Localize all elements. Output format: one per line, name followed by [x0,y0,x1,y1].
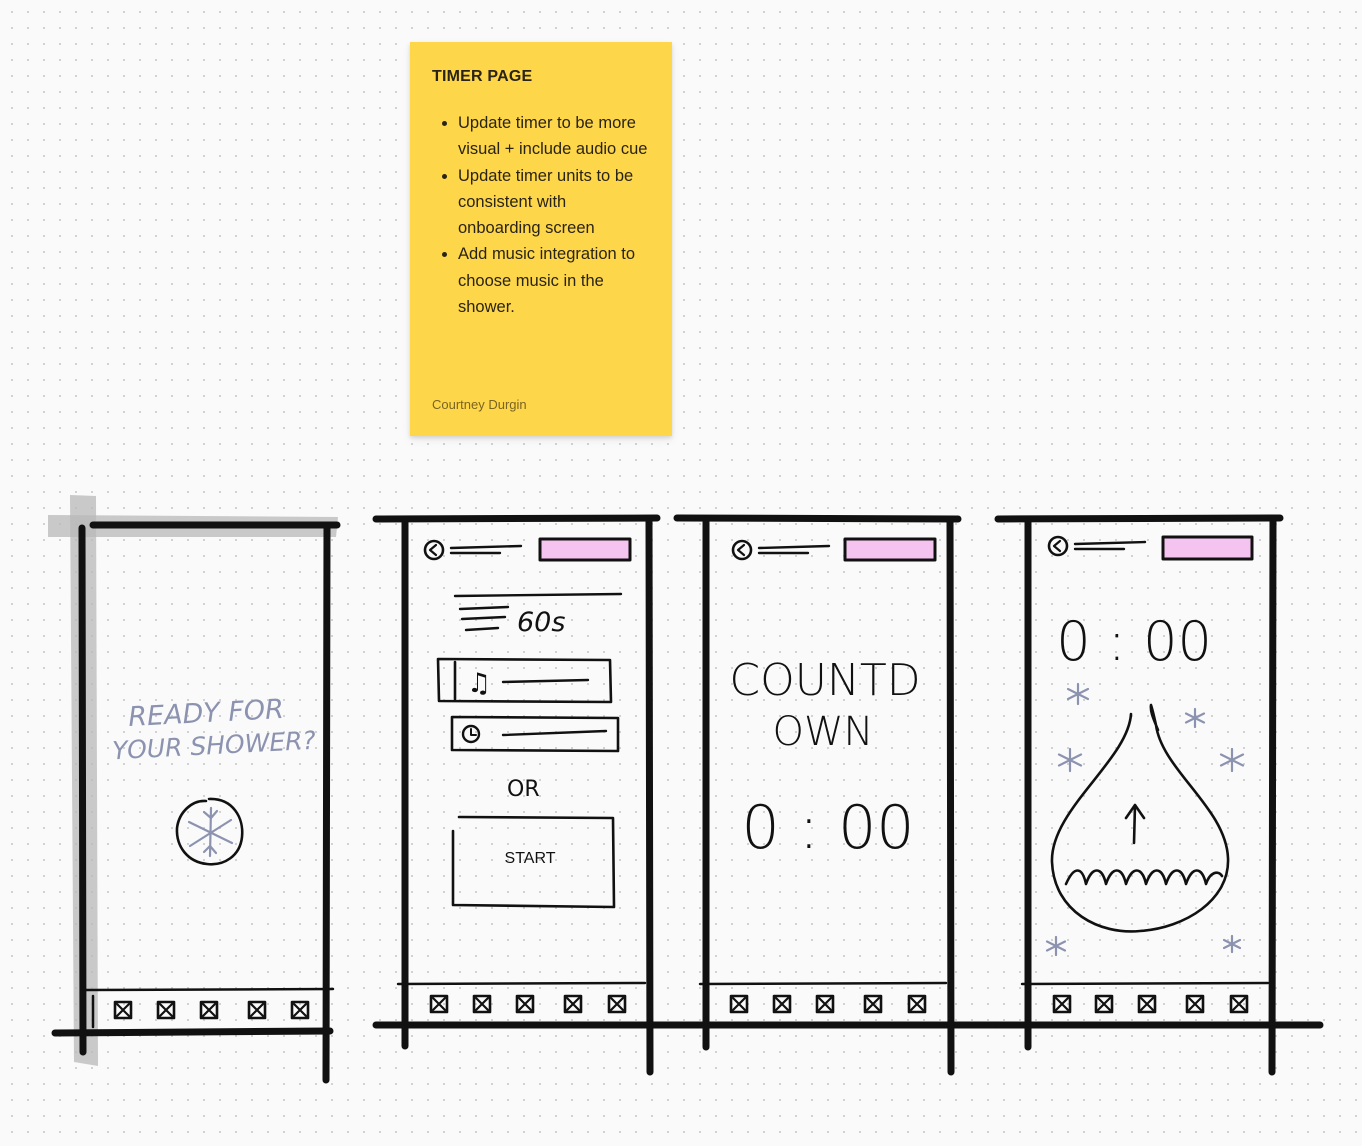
ready-text-line1: READY FOR [128,694,285,733]
sketch-screen-running[interactable]: 0 : 00 [994,514,1324,1076]
nav-tab-icon[interactable] [772,994,792,1014]
sticky-note-item: Update timer to be more visual + include… [458,110,650,163]
nav-tab-icon[interactable] [429,994,449,1014]
sticky-note-title: TIMER PAGE [432,68,533,85]
nav-icon-layer [113,994,1249,1020]
back-icon[interactable] [423,539,445,561]
or-text: OR [507,777,540,802]
nav-tab-icon[interactable] [1185,994,1205,1014]
clock-icon-hand [470,728,477,736]
back-icon-arrow [428,543,438,557]
timer-option[interactable] [450,715,620,753]
nav-tab-icon[interactable] [563,994,583,1014]
duration-menu-lines [458,605,510,632]
frame-line [372,514,661,523]
header-title-line [449,544,523,555]
nav-tab-icon[interactable] [729,994,749,1014]
sticky-note-item: Add music integration to choose music in… [458,241,650,320]
option-label-line [501,729,608,737]
header-highlight-button[interactable] [1161,535,1254,561]
nav-bar-divider [1020,981,1270,986]
nav-tab-icon[interactable] [472,994,492,1014]
countdown-heading-line2: OWN [773,709,874,755]
nav-tab-icon[interactable] [1137,994,1157,1014]
frame-line [51,1027,334,1037]
nav-tab-icon[interactable] [247,1000,267,1020]
frame-line [673,514,962,523]
music-option[interactable]: ♫ [436,657,613,704]
frame-line [994,514,1284,523]
water-drop-icon [1050,703,1230,933]
nav-bar-divider [396,981,647,986]
sketch-screen-setup[interactable]: 60s ♫ OR [372,514,1004,1076]
nav-tab-icon[interactable] [607,994,627,1014]
up-arrow-icon [1124,803,1146,845]
duration-value: 60s [517,607,565,638]
option-box [450,715,620,753]
nav-tab-icon[interactable] [907,994,927,1014]
sticky-note-item: Update timer units to be consistent with… [458,163,650,242]
sticky-note-list: Update timer to be more visual + include… [432,110,650,320]
sketch-screen-ready[interactable]: READY FOR YOUR SHOWER? [48,495,341,1084]
nav-tab-icon[interactable] [1052,994,1072,1014]
back-icon-arrow [1052,539,1062,553]
snowflake-icon [187,806,234,858]
circle-outline [175,797,244,866]
countdown-heading-line1: COUNTD [729,655,920,706]
header-highlight-button[interactable] [538,537,632,562]
header-highlight-button[interactable] [843,537,937,562]
duration-underline [453,592,623,598]
start-button-label[interactable]: START [504,850,556,867]
frame-line [322,521,331,1084]
snowflake-icon [1066,682,1090,706]
header-title-line [1073,540,1147,551]
snowflake-icon [1222,934,1242,954]
header-title-line [757,544,831,555]
snowflake-icon [1184,707,1206,729]
nav-tab-icon[interactable] [1229,994,1249,1014]
nav-tab-icon[interactable] [515,994,535,1014]
frame-line [1268,514,1277,1076]
sticky-note-author: Courtney Durgin [432,397,527,412]
nav-tab-icon[interactable] [113,1000,133,1020]
drop-outline [1050,703,1230,933]
music-note-icon: ♫ [467,668,491,699]
snowflake-icon [1045,935,1067,957]
option-label-line [501,678,590,684]
nav-bar-divider [84,987,335,992]
countdown-time: 0 : 00 [742,793,915,863]
sticky-note[interactable]: TIMER PAGE Update timer to be more visua… [410,42,672,436]
start-button-outline [451,815,616,909]
start-button[interactable] [451,815,616,909]
nav-tab-icon[interactable] [1094,994,1114,1014]
nav-tab-icon[interactable] [815,994,835,1014]
frame-line [946,515,955,1076]
timer-time: 0 : 00 [1056,610,1212,673]
snowflake-icon [1057,747,1083,773]
frame-line [645,515,654,1076]
sketch-screen-countdown[interactable]: COUNTD OWN 0 : 00 [673,514,962,1076]
nav-tab-icon[interactable] [199,1000,219,1020]
nav-tab-icon[interactable] [156,1000,176,1020]
nav-tab-icon[interactable] [863,994,883,1014]
nav-tab-icon[interactable] [290,1000,310,1020]
option-box [436,657,613,704]
wave-line [1064,869,1224,886]
snowflake-decorations [1045,682,1245,957]
snowflake-icon [1219,747,1245,773]
back-icon[interactable] [1047,535,1069,557]
clock-icon [461,724,481,744]
frame-line [78,524,87,1056]
back-icon[interactable] [731,539,753,561]
snowflake-start-button[interactable] [175,797,244,866]
nav-bar-divider [698,981,948,986]
back-icon-arrow [736,543,746,557]
